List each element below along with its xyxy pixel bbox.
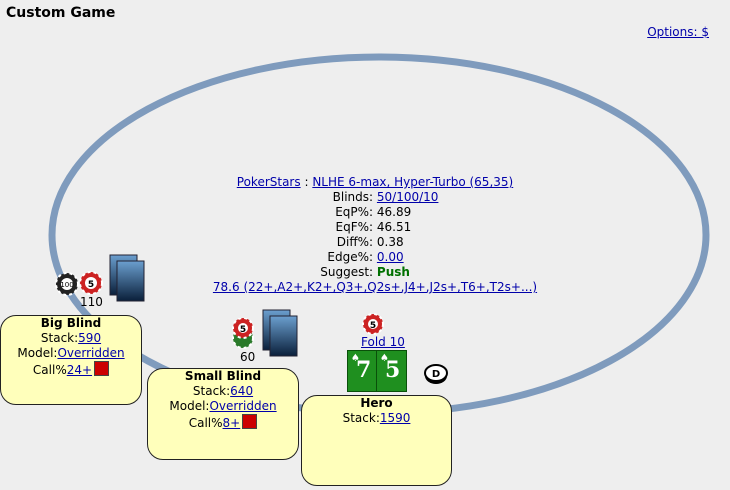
blinds-label: Blinds: bbox=[332, 190, 374, 204]
small-blind-stack[interactable]: 640 bbox=[230, 384, 254, 398]
big-blind-model[interactable]: Overridden bbox=[57, 346, 125, 360]
push-range-link[interactable]: 78.6 (22+,A2+,K2+,Q3+,Q2s+,J4+,J2s+,T6+,… bbox=[212, 280, 538, 294]
eqf-value: 46.51 bbox=[376, 220, 412, 234]
small-blind-model-label: Model: bbox=[169, 399, 210, 413]
diff-label: Diff%: bbox=[336, 235, 374, 249]
svg-text:100: 100 bbox=[60, 281, 73, 289]
site-link[interactable]: PokerStars bbox=[236, 175, 301, 189]
range-color-icon[interactable] bbox=[242, 414, 258, 429]
hero-card-2: ♠ 5 bbox=[376, 350, 407, 392]
svg-text:D: D bbox=[432, 369, 440, 380]
big-blind-call-label: Call% bbox=[32, 363, 67, 377]
seat-big-blind[interactable]: Big Blind Stack:590 Model:Overridden Cal… bbox=[0, 315, 142, 405]
big-blind-bet: 110 bbox=[80, 295, 103, 309]
chip-100-icon: 100 bbox=[55, 272, 79, 296]
card-rank: 7 bbox=[356, 357, 372, 383]
svg-text:5: 5 bbox=[370, 321, 376, 331]
spade-icon: ♠ bbox=[380, 353, 389, 364]
hero-stack-label: Stack: bbox=[342, 411, 380, 425]
seat-small-blind[interactable]: Small Blind Stack:640 Model:Overridden C… bbox=[147, 368, 299, 460]
small-blind-bet: 60 bbox=[240, 350, 256, 364]
svg-text:5: 5 bbox=[88, 280, 94, 290]
eqp-value: 46.89 bbox=[376, 205, 412, 219]
small-blind-stack-label: Stack: bbox=[192, 384, 231, 398]
suggest-value: Push bbox=[376, 265, 410, 279]
info-row-edge: Edge%: 0.00 bbox=[150, 250, 600, 265]
info-row-suggest: Suggest: Push bbox=[150, 265, 600, 280]
small-blind-call-label: Call% bbox=[188, 416, 223, 430]
small-blind-call-range[interactable]: 8+ bbox=[222, 416, 241, 430]
eqf-label: EqF%: bbox=[335, 220, 374, 234]
big-blind-stack[interactable]: 590 bbox=[78, 331, 102, 345]
svg-text:5: 5 bbox=[240, 325, 246, 335]
big-blind-call-range[interactable]: 24+ bbox=[66, 363, 93, 377]
hero-fold-action[interactable]: Fold 10 bbox=[361, 335, 405, 349]
hero-stack[interactable]: 1590 bbox=[379, 411, 411, 425]
edge-label: Edge%: bbox=[327, 250, 374, 264]
spade-icon: ♠ bbox=[351, 353, 360, 364]
options-link[interactable]: Options: $ bbox=[647, 25, 709, 39]
info-row-eqp: EqP%: 46.89 bbox=[150, 205, 600, 220]
big-blind-model-label: Model: bbox=[17, 346, 58, 360]
chip-5-icon: 5 bbox=[79, 271, 103, 295]
seat-hero[interactable]: Hero Stack:1590 bbox=[301, 395, 452, 486]
blinds-value[interactable]: 50/100/10 bbox=[376, 190, 439, 204]
chip-5-icon: 5 bbox=[232, 318, 254, 349]
big-blind-card-backs-icon bbox=[109, 254, 145, 302]
range-color-icon[interactable] bbox=[94, 361, 110, 376]
hero-card-1: ♠ 7 bbox=[347, 350, 378, 392]
small-blind-chip-stack: 5 bbox=[232, 318, 254, 349]
small-blind-model[interactable]: Overridden bbox=[209, 399, 277, 413]
edge-value[interactable]: 0.00 bbox=[376, 250, 404, 264]
small-blind-name: Small Blind bbox=[184, 369, 262, 383]
dealer-button-icon: D bbox=[424, 364, 448, 384]
suggest-label: Suggest: bbox=[320, 265, 374, 279]
info-row-eqf: EqF%: 46.51 bbox=[150, 220, 600, 235]
site-separator: : bbox=[304, 175, 309, 189]
diff-value: 0.38 bbox=[376, 235, 404, 249]
hero-name: Hero bbox=[360, 396, 393, 410]
page-title: Custom Game bbox=[6, 5, 116, 21]
game-link[interactable]: NLHE 6-max, Hyper-Turbo (65,35) bbox=[312, 175, 514, 189]
big-blind-stack-label: Stack: bbox=[40, 331, 79, 345]
big-blind-chip-stack: 100 5 bbox=[55, 271, 103, 296]
card-rank: 5 bbox=[385, 357, 401, 383]
hand-info-panel: PokerStars : NLHE 6-max, Hyper-Turbo (65… bbox=[150, 175, 600, 295]
small-blind-card-backs-icon bbox=[262, 309, 298, 357]
eqp-label: EqP%: bbox=[335, 205, 374, 219]
big-blind-name: Big Blind bbox=[40, 316, 102, 330]
hero-chip-icon: 5 bbox=[362, 313, 384, 335]
info-row-blinds: Blinds: 50/100/10 bbox=[150, 190, 600, 205]
info-row-diff: Diff%: 0.38 bbox=[150, 235, 600, 250]
